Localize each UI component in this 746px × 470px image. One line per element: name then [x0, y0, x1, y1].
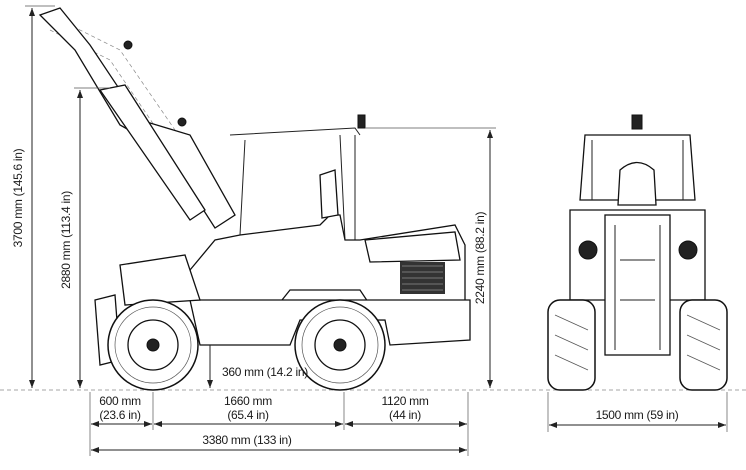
loader-front-view [547, 114, 728, 391]
dim-pivot-height: 2880 mm (113.4 in) [59, 87, 110, 388]
overall-width-label: 1500 mm (59 in) [596, 408, 679, 422]
front-overhang-mm: 600 mm [99, 394, 141, 408]
dim-cab-height: 2240 mm (88.2 in) [365, 127, 496, 388]
overall-length-label: 3380 mm (133 in) [202, 433, 292, 447]
pivot-height-label: 2880 mm (113.4 in) [59, 191, 73, 289]
right-wheel [679, 299, 728, 391]
wheelbase-in: (65.4 in) [227, 408, 269, 422]
dim-lengths: 600 mm (23.6 in) 1660 mm (65.4 in) 1120 … [89, 392, 469, 456]
dim-overall-height: 3700 mm (145.6 in) [11, 5, 55, 388]
cab-height-label: 2240 mm (88.2 in) [473, 212, 487, 305]
dim-overall-width: 1500 mm (59 in) [547, 392, 728, 432]
left-wheel [547, 299, 596, 391]
front-overhang-in: (23.6 in) [99, 408, 141, 422]
rear-overhang-in: (44 in) [389, 408, 421, 422]
rear-wheel [107, 299, 199, 391]
front-wheel [294, 299, 386, 391]
rear-overhang-mm: 1120 mm [381, 394, 428, 408]
ground-clearance-label: 360 mm (14.2 in) [222, 365, 308, 379]
loader-side-view [38, 7, 471, 391]
overall-height-label: 3700 mm (145.6 in) [11, 148, 25, 247]
dim-ground-clearance: 360 mm (14.2 in) [207, 345, 309, 388]
wheelbase-mm: 1660 mm [224, 394, 272, 408]
